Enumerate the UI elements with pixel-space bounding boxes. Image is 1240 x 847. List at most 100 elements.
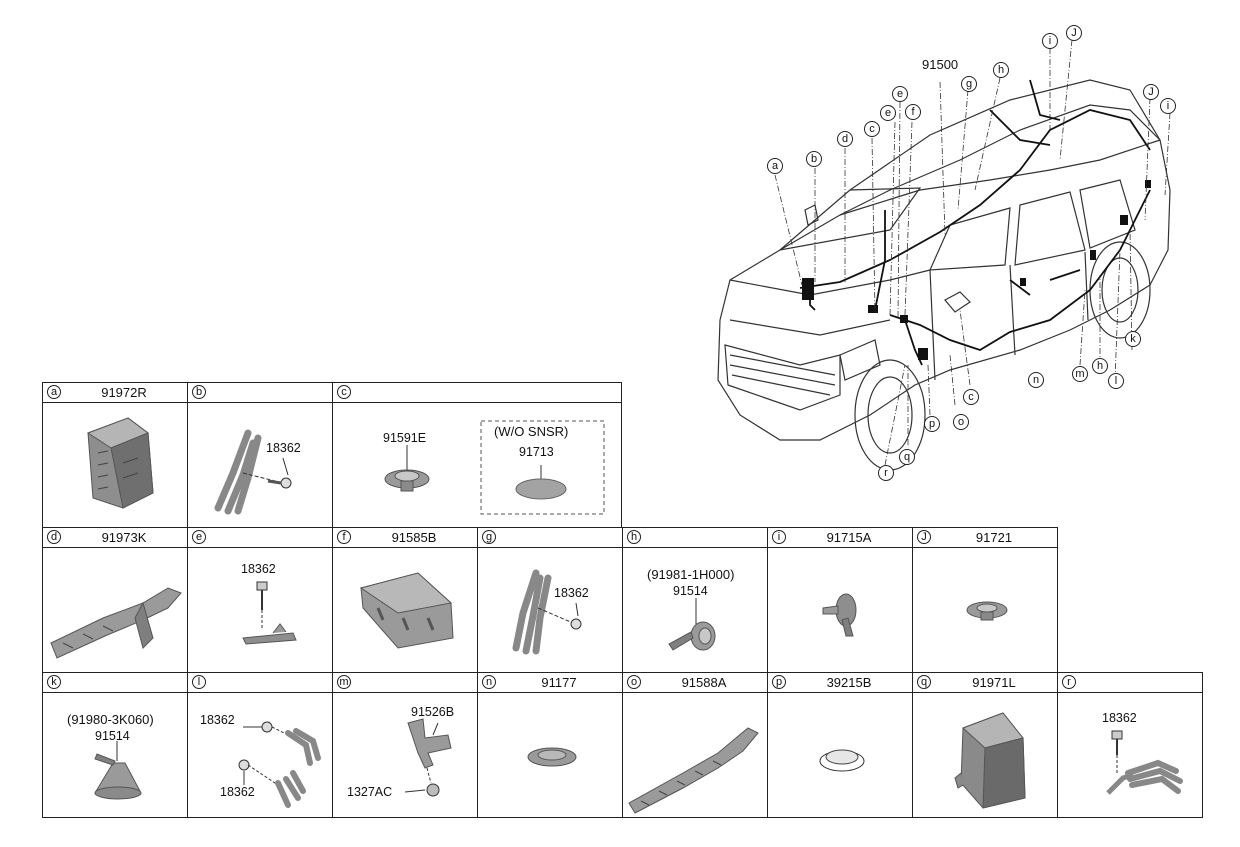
grommet-image (384, 420, 605, 515)
cell-letter: o (627, 675, 641, 689)
protector-image (628, 727, 759, 814)
cell-letter: c (337, 385, 351, 399)
grommet-label: 91514 (95, 729, 130, 743)
callout-j-right: J (1143, 84, 1159, 100)
cell-letter: n (482, 675, 496, 689)
plug-label: 91713 (519, 445, 554, 459)
callout-n: n (1028, 372, 1044, 388)
part-number: 91715A (826, 530, 872, 545)
harness-bolt-image (512, 569, 582, 655)
cell-letter: f (337, 530, 351, 544)
callout-g: g (961, 76, 977, 92)
callout-e-lower: e (880, 105, 896, 121)
bracket-nut-image (404, 718, 452, 797)
callout-j-top: J (1066, 25, 1082, 41)
grommet-image (94, 741, 142, 800)
part-cell-a: a 91972R (42, 382, 188, 528)
callout-r: r (878, 465, 894, 481)
cell-letter: l (192, 675, 206, 689)
part-cell-d: d 91973K (42, 527, 188, 673)
callout-d: d (837, 131, 853, 147)
cell-letter: m (337, 675, 351, 689)
harness-bolt-image (214, 429, 292, 515)
bolts-terminals-image (238, 721, 321, 808)
part-cell-k: k (91980-3K060) 91514 (42, 672, 188, 818)
part-cell-q: q 91971L (912, 672, 1058, 818)
grommet-label: 91514 (673, 584, 708, 598)
callout-m: m (1072, 366, 1088, 382)
callout-h-top: h (993, 62, 1009, 78)
cell-letter: i (772, 530, 786, 544)
part-cell-f: f 91585B (332, 527, 478, 673)
part-number: 91177 (541, 675, 577, 690)
grommet-image (966, 601, 1008, 621)
callout-b: b (806, 151, 822, 167)
part-cell-n: n 91177 (477, 672, 623, 818)
callout-o: o (953, 414, 969, 430)
cell-letter: k (47, 675, 61, 689)
reference-label: (91981-1H000) (647, 567, 735, 582)
cell-letter: p (772, 675, 786, 689)
part-cell-r: r 18362 (1057, 672, 1203, 818)
callout-e-upper: e (892, 86, 908, 102)
callout-f: f (905, 104, 921, 120)
cell-letter: d (47, 530, 61, 544)
vehicle-illustration (717, 39, 1171, 471)
part-number: 91971L (972, 675, 1016, 690)
part-number: 91588A (681, 675, 727, 690)
callout-a: a (767, 158, 783, 174)
part-cell-c: c 91591E (W/O SNSR) 91713 (332, 382, 622, 528)
plug-image (819, 749, 865, 772)
part-cell-o: o 91588A (622, 672, 768, 818)
without-sensor-label: (W/O SNSR) (494, 424, 569, 439)
protector-cover-image (359, 572, 454, 649)
callout-c-top: c (864, 121, 880, 137)
cell-letter: e (192, 530, 206, 544)
reference-label: (91980-3K060) (67, 712, 154, 727)
part-cell-e: e 18362 (187, 527, 333, 673)
callout-i-right: i (1160, 98, 1176, 114)
grommet-image (527, 747, 577, 767)
callout-l: l (1108, 373, 1124, 389)
bolt-label: 18362 (241, 562, 276, 576)
part-cell-m: m 91526B 1327AC (332, 672, 478, 818)
callout-c-bottom: c (963, 389, 979, 405)
part-cell-i: i 91715A (767, 527, 913, 673)
junction-box-cover-image (86, 417, 154, 509)
cell-letter: b (192, 385, 206, 399)
bolt-label: 18362 (266, 441, 301, 455)
bolt-bracket-image (242, 581, 297, 645)
callout-p: p (924, 416, 940, 432)
part-number: 91721 (975, 530, 1013, 545)
cell-letter: q (917, 675, 931, 689)
part-cell-j: J 91721 (912, 527, 1058, 673)
cell-letter: h (627, 530, 641, 544)
main-harness-label: 91500 (922, 57, 959, 72)
bolt-lower-label: 18362 (220, 785, 255, 799)
bolt-label: 18362 (554, 586, 589, 600)
part-number: 91972R (101, 385, 147, 400)
part-cell-g: g 18362 (477, 527, 623, 673)
nut-label: 1327AC (347, 785, 393, 799)
part-number: 91585B (391, 530, 437, 545)
grommet-image (668, 598, 716, 651)
bolt-terminal-image (1106, 730, 1183, 795)
junction-box-cover-image (954, 712, 1026, 809)
bracket-label: 91526B (411, 705, 455, 719)
part-cell-b: b 18362 (187, 382, 333, 528)
callout-k: k (1125, 331, 1141, 347)
part-number: 91973K (101, 530, 147, 545)
bolt-upper-label: 18362 (200, 713, 235, 727)
grommet-label: 91591E (383, 431, 427, 445)
callout-i-top: i (1042, 33, 1058, 49)
cell-letter: r (1062, 675, 1076, 689)
cell-letter: a (47, 385, 61, 399)
cell-letter: g (482, 530, 496, 544)
cell-letter: J (917, 530, 931, 544)
callout-q: q (899, 449, 915, 465)
part-cell-l: l 18362 18362 (187, 672, 333, 818)
part-cell-h: h (91981-1H000) 91514 (622, 527, 768, 673)
protector-image (50, 587, 182, 659)
callout-h-bottom: h (1092, 358, 1108, 374)
